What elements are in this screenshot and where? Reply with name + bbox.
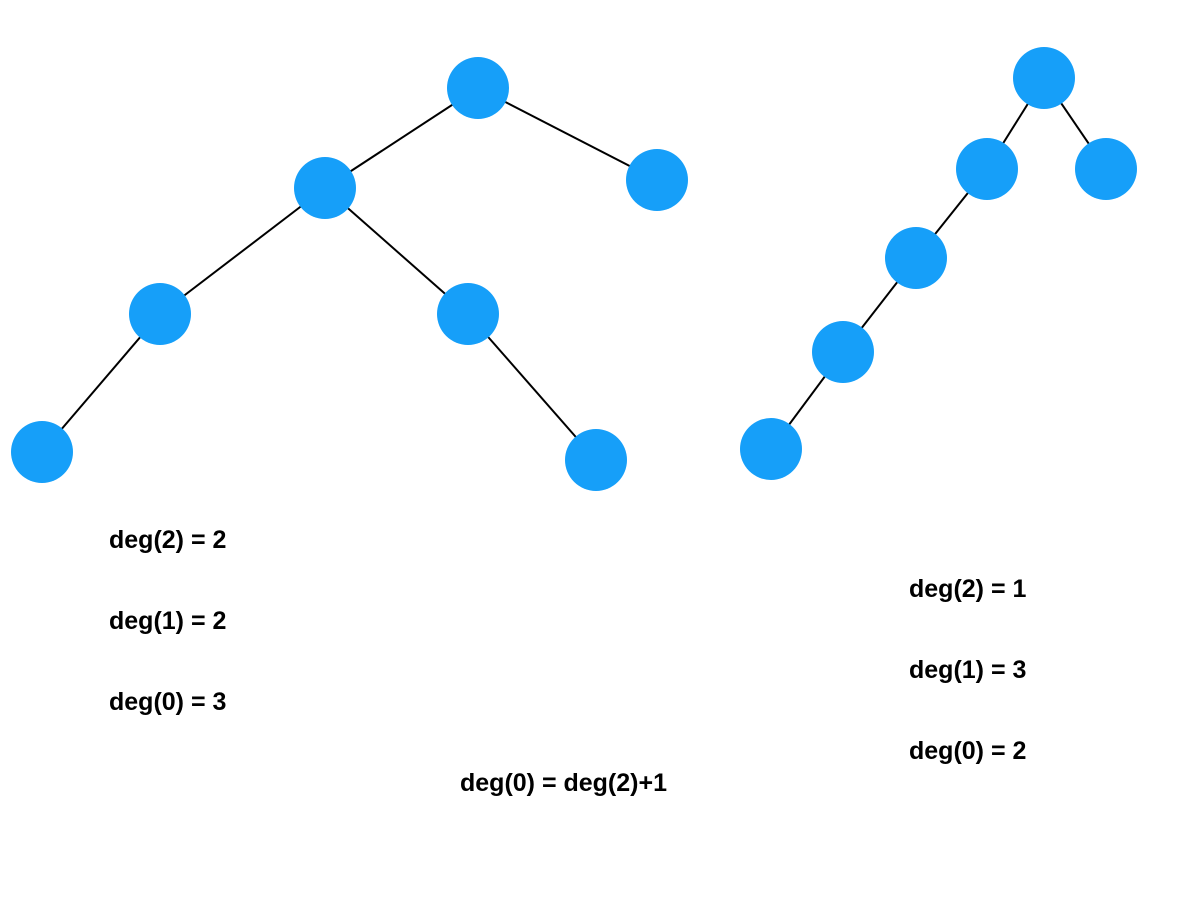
tree-node — [740, 418, 802, 480]
tree-node — [885, 227, 947, 289]
left-deg2-label: deg(2) = 2 — [109, 526, 227, 554]
tree-node — [812, 321, 874, 383]
tree-node — [1013, 47, 1075, 109]
right-deg1-label: deg(1) = 3 — [909, 656, 1027, 684]
right-tree-nodes — [740, 47, 1137, 480]
tree-node — [956, 138, 1018, 200]
left-deg0-label: deg(0) = 3 — [109, 688, 227, 716]
edge-left-child-to-left-grandchild — [159, 187, 326, 315]
edge-right-grandchild-to-leaf — [467, 313, 597, 461]
tree-node — [294, 157, 356, 219]
left-tree — [11, 57, 688, 491]
right-deg0-label: deg(0) = 2 — [909, 737, 1027, 765]
left-deg1-label: deg(1) = 2 — [109, 607, 227, 635]
tree-node — [1075, 138, 1137, 200]
edge-root-to-right-child — [477, 87, 658, 181]
tree-node — [447, 57, 509, 119]
tree-node — [11, 421, 73, 483]
left-tree-edges — [41, 87, 658, 461]
formula-label: deg(0) = deg(2)+1 — [460, 769, 667, 797]
tree-node — [437, 283, 499, 345]
right-deg2-label: deg(2) = 1 — [909, 575, 1027, 603]
tree-node — [565, 429, 627, 491]
edge-left-child-to-right-grandchild — [324, 187, 469, 315]
tree-node — [129, 283, 191, 345]
tree-node — [626, 149, 688, 211]
right-tree — [740, 47, 1137, 480]
left-tree-nodes — [11, 57, 688, 491]
